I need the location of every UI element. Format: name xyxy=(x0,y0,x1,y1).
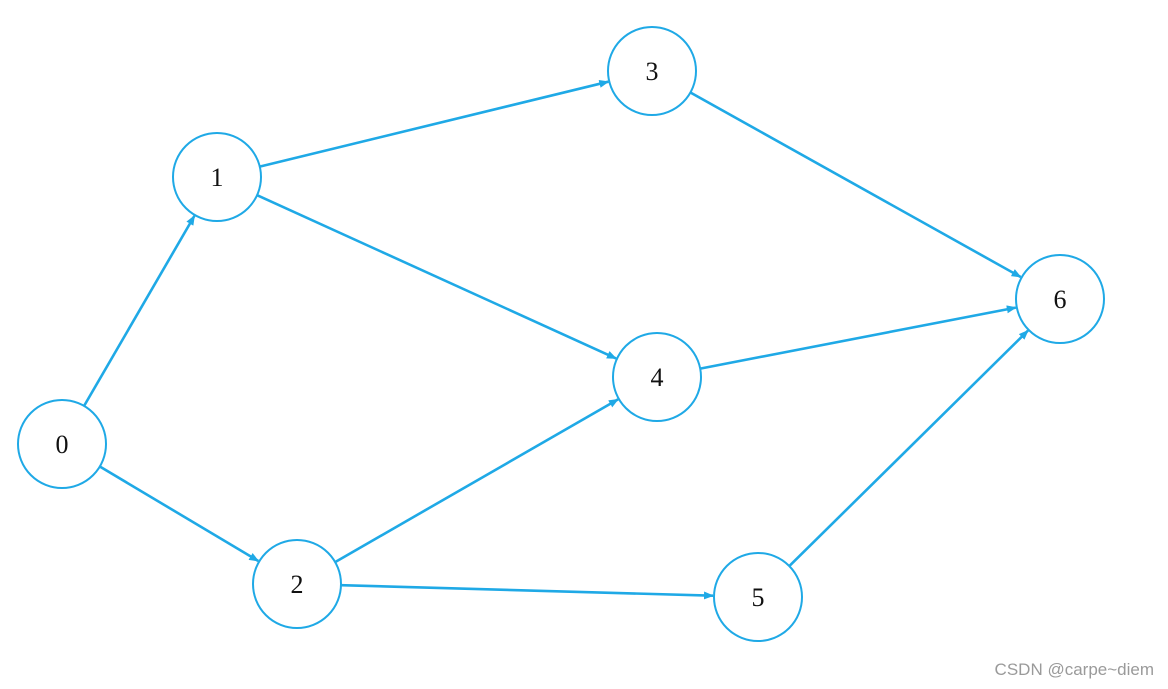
node-4: 4 xyxy=(612,332,702,422)
node-0: 0 xyxy=(17,399,107,489)
edge-2-to-5 xyxy=(340,583,714,600)
node-label-3: 3 xyxy=(646,57,659,86)
edges-layer xyxy=(82,79,1029,600)
node-6: 6 xyxy=(1015,254,1105,344)
node-circle-1 xyxy=(172,132,262,222)
node-label-2: 2 xyxy=(291,570,304,599)
watermark-text: CSDN @carpe~diem xyxy=(994,660,1154,679)
edge-1-to-3 xyxy=(259,79,610,168)
node-label-4: 4 xyxy=(651,363,664,392)
edge-4-to-6 xyxy=(699,305,1017,370)
node-label-0: 0 xyxy=(56,430,69,459)
node-label-6: 6 xyxy=(1054,285,1067,314)
node-5: 5 xyxy=(713,552,803,642)
edge-5-to-6 xyxy=(788,329,1029,568)
nodes-layer: 0 1 2 3 4 5 6 xyxy=(17,26,1105,642)
node-circle-3 xyxy=(607,26,697,116)
node-circle-0 xyxy=(17,399,107,489)
edge-0-to-1 xyxy=(82,215,196,407)
edge-0-to-2 xyxy=(99,465,260,563)
node-3: 3 xyxy=(607,26,697,116)
node-circle-2 xyxy=(252,539,342,629)
node-circle-5 xyxy=(713,552,803,642)
node-label-5: 5 xyxy=(752,583,765,612)
edge-2-to-4 xyxy=(334,398,619,564)
node-1: 1 xyxy=(172,132,262,222)
node-circle-6 xyxy=(1015,254,1105,344)
node-2: 2 xyxy=(252,539,342,629)
node-label-1: 1 xyxy=(211,163,224,192)
node-circle-4 xyxy=(612,332,702,422)
edge-1-to-4 xyxy=(256,194,617,360)
edge-3-to-6 xyxy=(689,91,1022,279)
